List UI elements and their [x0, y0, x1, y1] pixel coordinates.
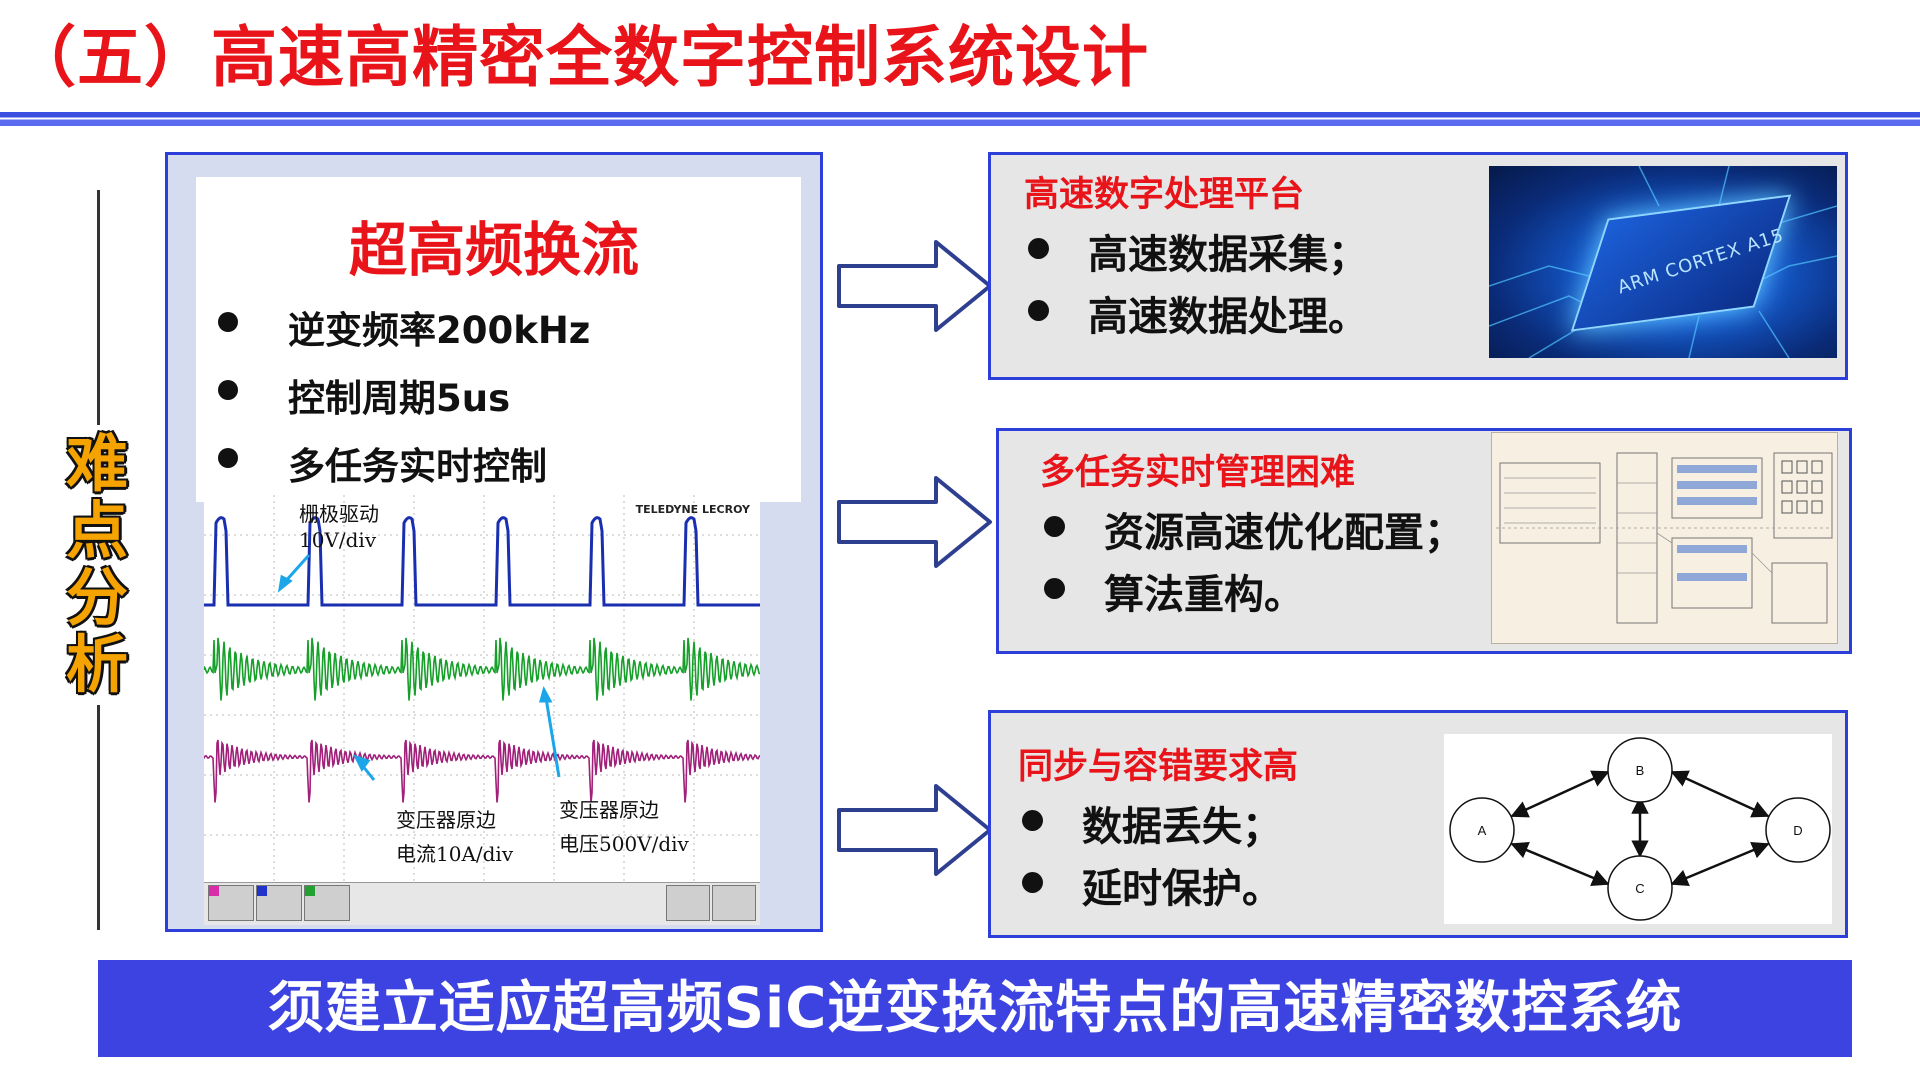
gate-label-line2: 10V/div [299, 528, 377, 552]
card-heading: 多任务实时管理困难 [1040, 453, 1356, 493]
voltage-label-line2: 电压500V/div [559, 832, 689, 856]
current-label-line2: 电流10A/div [396, 842, 514, 866]
arrow-right-icon [837, 784, 992, 876]
side-char: 分 [65, 561, 128, 634]
processor-chip-image: ARM CORTEX A15 [1489, 166, 1837, 358]
side-line-top [97, 190, 100, 425]
bullet-dot-icon [1044, 516, 1065, 537]
graph-node-c: C [1635, 881, 1644, 896]
bullet-text: 算法重构。 [1104, 572, 1304, 618]
side-label: 难 点 分 析 [52, 430, 142, 698]
current-label: 变压器原边 电流10A/div [396, 803, 513, 871]
bullet-text: 高速数据采集； [1088, 232, 1368, 278]
page-title: （五）高速高精密全数字控制系统设计 [10, 19, 1149, 96]
arrow-right-icon [837, 476, 992, 568]
scope-status-bar [204, 882, 760, 925]
side-line-bottom [97, 705, 100, 930]
channel-box [666, 885, 710, 921]
left-panel: 超高频换流 逆变频率200kHz 控制周期5us 多任务实时控制 [165, 152, 823, 932]
bullet-dot-icon [1022, 872, 1043, 893]
bullet-dot-icon [1022, 810, 1043, 831]
task-scheduler-diagram [1491, 432, 1838, 644]
bullet-dot-icon [1028, 238, 1049, 259]
voltage-label: 变压器原边 电压500V/div [559, 793, 689, 861]
left-panel-heading: 超高频换流 [348, 216, 639, 284]
bullet-text: 延时保护。 [1082, 866, 1282, 912]
title-rule [0, 112, 1920, 126]
bullet-dot-icon [218, 380, 238, 400]
gate-label-line1: 栅极驱动 [299, 502, 379, 526]
channel-box [208, 885, 254, 921]
bullet-dot-icon [1044, 578, 1065, 599]
side-char: 析 [65, 628, 128, 701]
bullet-text: 高速数据处理。 [1088, 294, 1368, 340]
side-char: 难 [65, 427, 128, 500]
channel-box [712, 885, 756, 921]
bullet-dot-icon [1028, 300, 1049, 321]
scope-brand-logo: TELEDYNE LECROY [635, 503, 750, 516]
arrow-right-icon [837, 240, 992, 332]
node-graph-diagram: A B C D [1444, 734, 1832, 924]
bullet-text: 控制周期5us [288, 377, 511, 420]
conclusion-banner: 须建立适应超高频SiC逆变换流特点的高速精密数控系统 [98, 960, 1852, 1057]
side-char: 点 [65, 494, 128, 567]
bullet-text: 数据丢失； [1082, 804, 1282, 850]
voltage-label-line1: 变压器原边 [559, 798, 659, 822]
bullet-dot-icon [218, 312, 238, 332]
bullet-text: 多任务实时控制 [288, 445, 547, 488]
left-panel-textbox [196, 177, 801, 502]
graph-node-b: B [1636, 763, 1645, 778]
oscilloscope-waveforms [204, 495, 760, 883]
bullet-text: 逆变频率200kHz [288, 309, 591, 352]
channel-box [256, 885, 302, 921]
channel-box [304, 885, 350, 921]
card-heading: 高速数字处理平台 [1024, 175, 1305, 215]
gate-label: 栅极驱动 10V/div [299, 501, 379, 553]
bullet-dot-icon [218, 448, 238, 468]
current-label-line1: 变压器原边 [396, 808, 496, 832]
bullet-text: 资源高速优化配置； [1104, 510, 1464, 556]
graph-node-d: D [1793, 823, 1802, 838]
card-heading: 同步与容错要求高 [1018, 747, 1299, 787]
graph-node-a: A [1478, 823, 1487, 838]
oscilloscope-image: 栅极驱动 10V/div 变压器原边 电流10A/div 变压器原边 电压500… [204, 495, 760, 925]
